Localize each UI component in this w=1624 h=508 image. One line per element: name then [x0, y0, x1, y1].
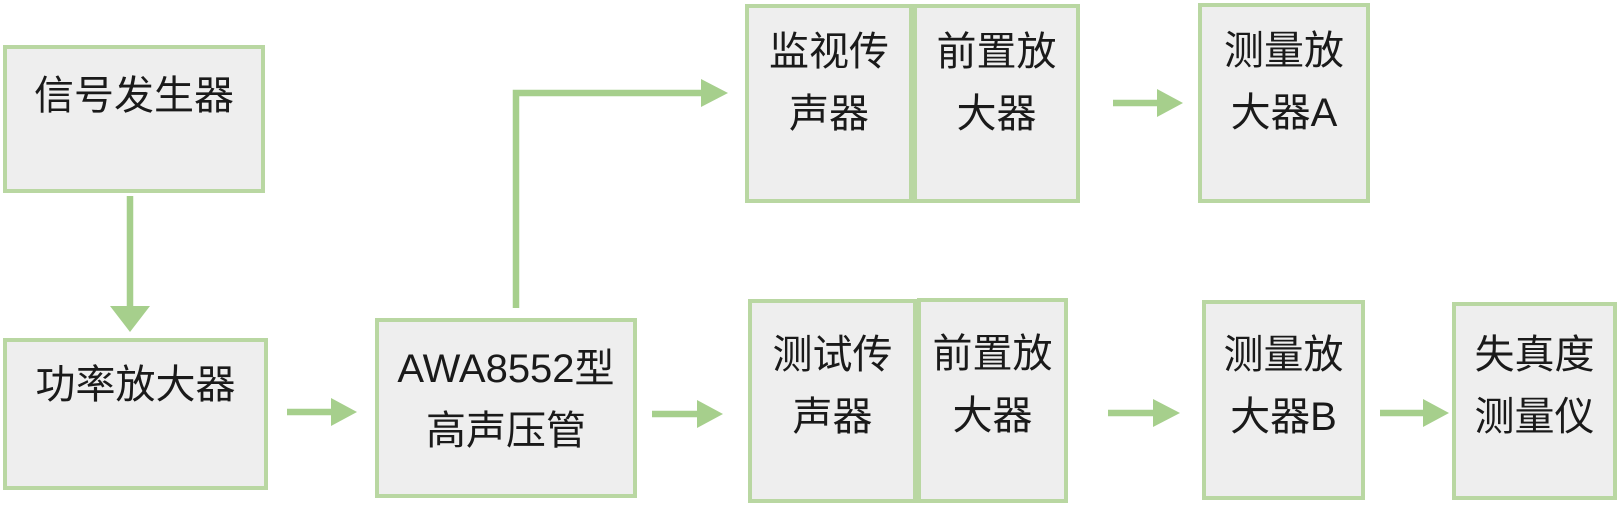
- edge-preamp-bottom-to-amp-b: [1108, 399, 1180, 427]
- node-distortion-meter: 失真度 测量仪: [1452, 302, 1617, 500]
- arrowhead-right-icon: [1157, 89, 1183, 117]
- node-signal-generator: 信号发生器: [3, 45, 265, 193]
- node-label-line: 大器A: [1230, 91, 1338, 135]
- edge-signal-to-power: [110, 196, 150, 332]
- node-measuring-amplifier-a: 测量放 大器A: [1198, 3, 1370, 203]
- node-label-line: 高声压管: [426, 409, 586, 453]
- node-awa8552-tube: AWA8552型 高声压管: [375, 318, 637, 498]
- arrowhead-right-icon: [331, 398, 357, 426]
- edge-tube-to-test-mic: [652, 400, 723, 428]
- node-label-line: 大器: [956, 92, 1037, 136]
- node-monitor-microphone: 监视传 声器: [745, 4, 913, 203]
- node-label-line: 测试传: [772, 333, 893, 377]
- node-label-line: 声器: [792, 395, 873, 439]
- node-label-line: 前置放: [936, 30, 1057, 74]
- node-label-line: 功率放大器: [35, 363, 236, 407]
- node-label-line: 测量仪: [1474, 395, 1595, 439]
- node-label-line: 信号发生器: [34, 74, 234, 118]
- node-test-microphone: 测试传 声器: [748, 299, 917, 503]
- node-label-line: 声器: [789, 92, 869, 136]
- node-label-line: 测量放: [1224, 29, 1344, 73]
- edge-power-to-tube: [287, 398, 357, 426]
- node-preamplifier-top: 前置放 大器: [913, 4, 1080, 203]
- arrowhead-right-icon: [1423, 399, 1449, 427]
- node-label-line: 测量放: [1223, 333, 1344, 377]
- node-preamplifier-bottom: 前置放 大器: [917, 298, 1068, 503]
- node-power-amplifier: 功率放大器: [3, 338, 268, 490]
- node-measuring-amplifier-b: 测量放 大器B: [1202, 300, 1365, 500]
- node-label-line: 监视传: [769, 30, 889, 74]
- arrowhead-down-icon: [110, 306, 150, 332]
- node-label-line: 大器: [952, 394, 1033, 438]
- arrowhead-right-icon: [701, 79, 728, 107]
- arrowhead-right-icon: [697, 400, 723, 428]
- edge-preamp-top-to-amp-a: [1113, 89, 1183, 117]
- node-label-line: 失真度: [1474, 333, 1595, 377]
- node-label-line: 前置放: [932, 332, 1053, 376]
- node-label-line: 大器B: [1230, 395, 1337, 439]
- node-label-line: AWA8552型: [397, 347, 615, 391]
- arrowhead-right-icon: [1153, 399, 1180, 427]
- edge-amp-b-to-distortion-meter: [1380, 399, 1449, 427]
- edge-tube-to-monitor-mic: [512, 79, 728, 308]
